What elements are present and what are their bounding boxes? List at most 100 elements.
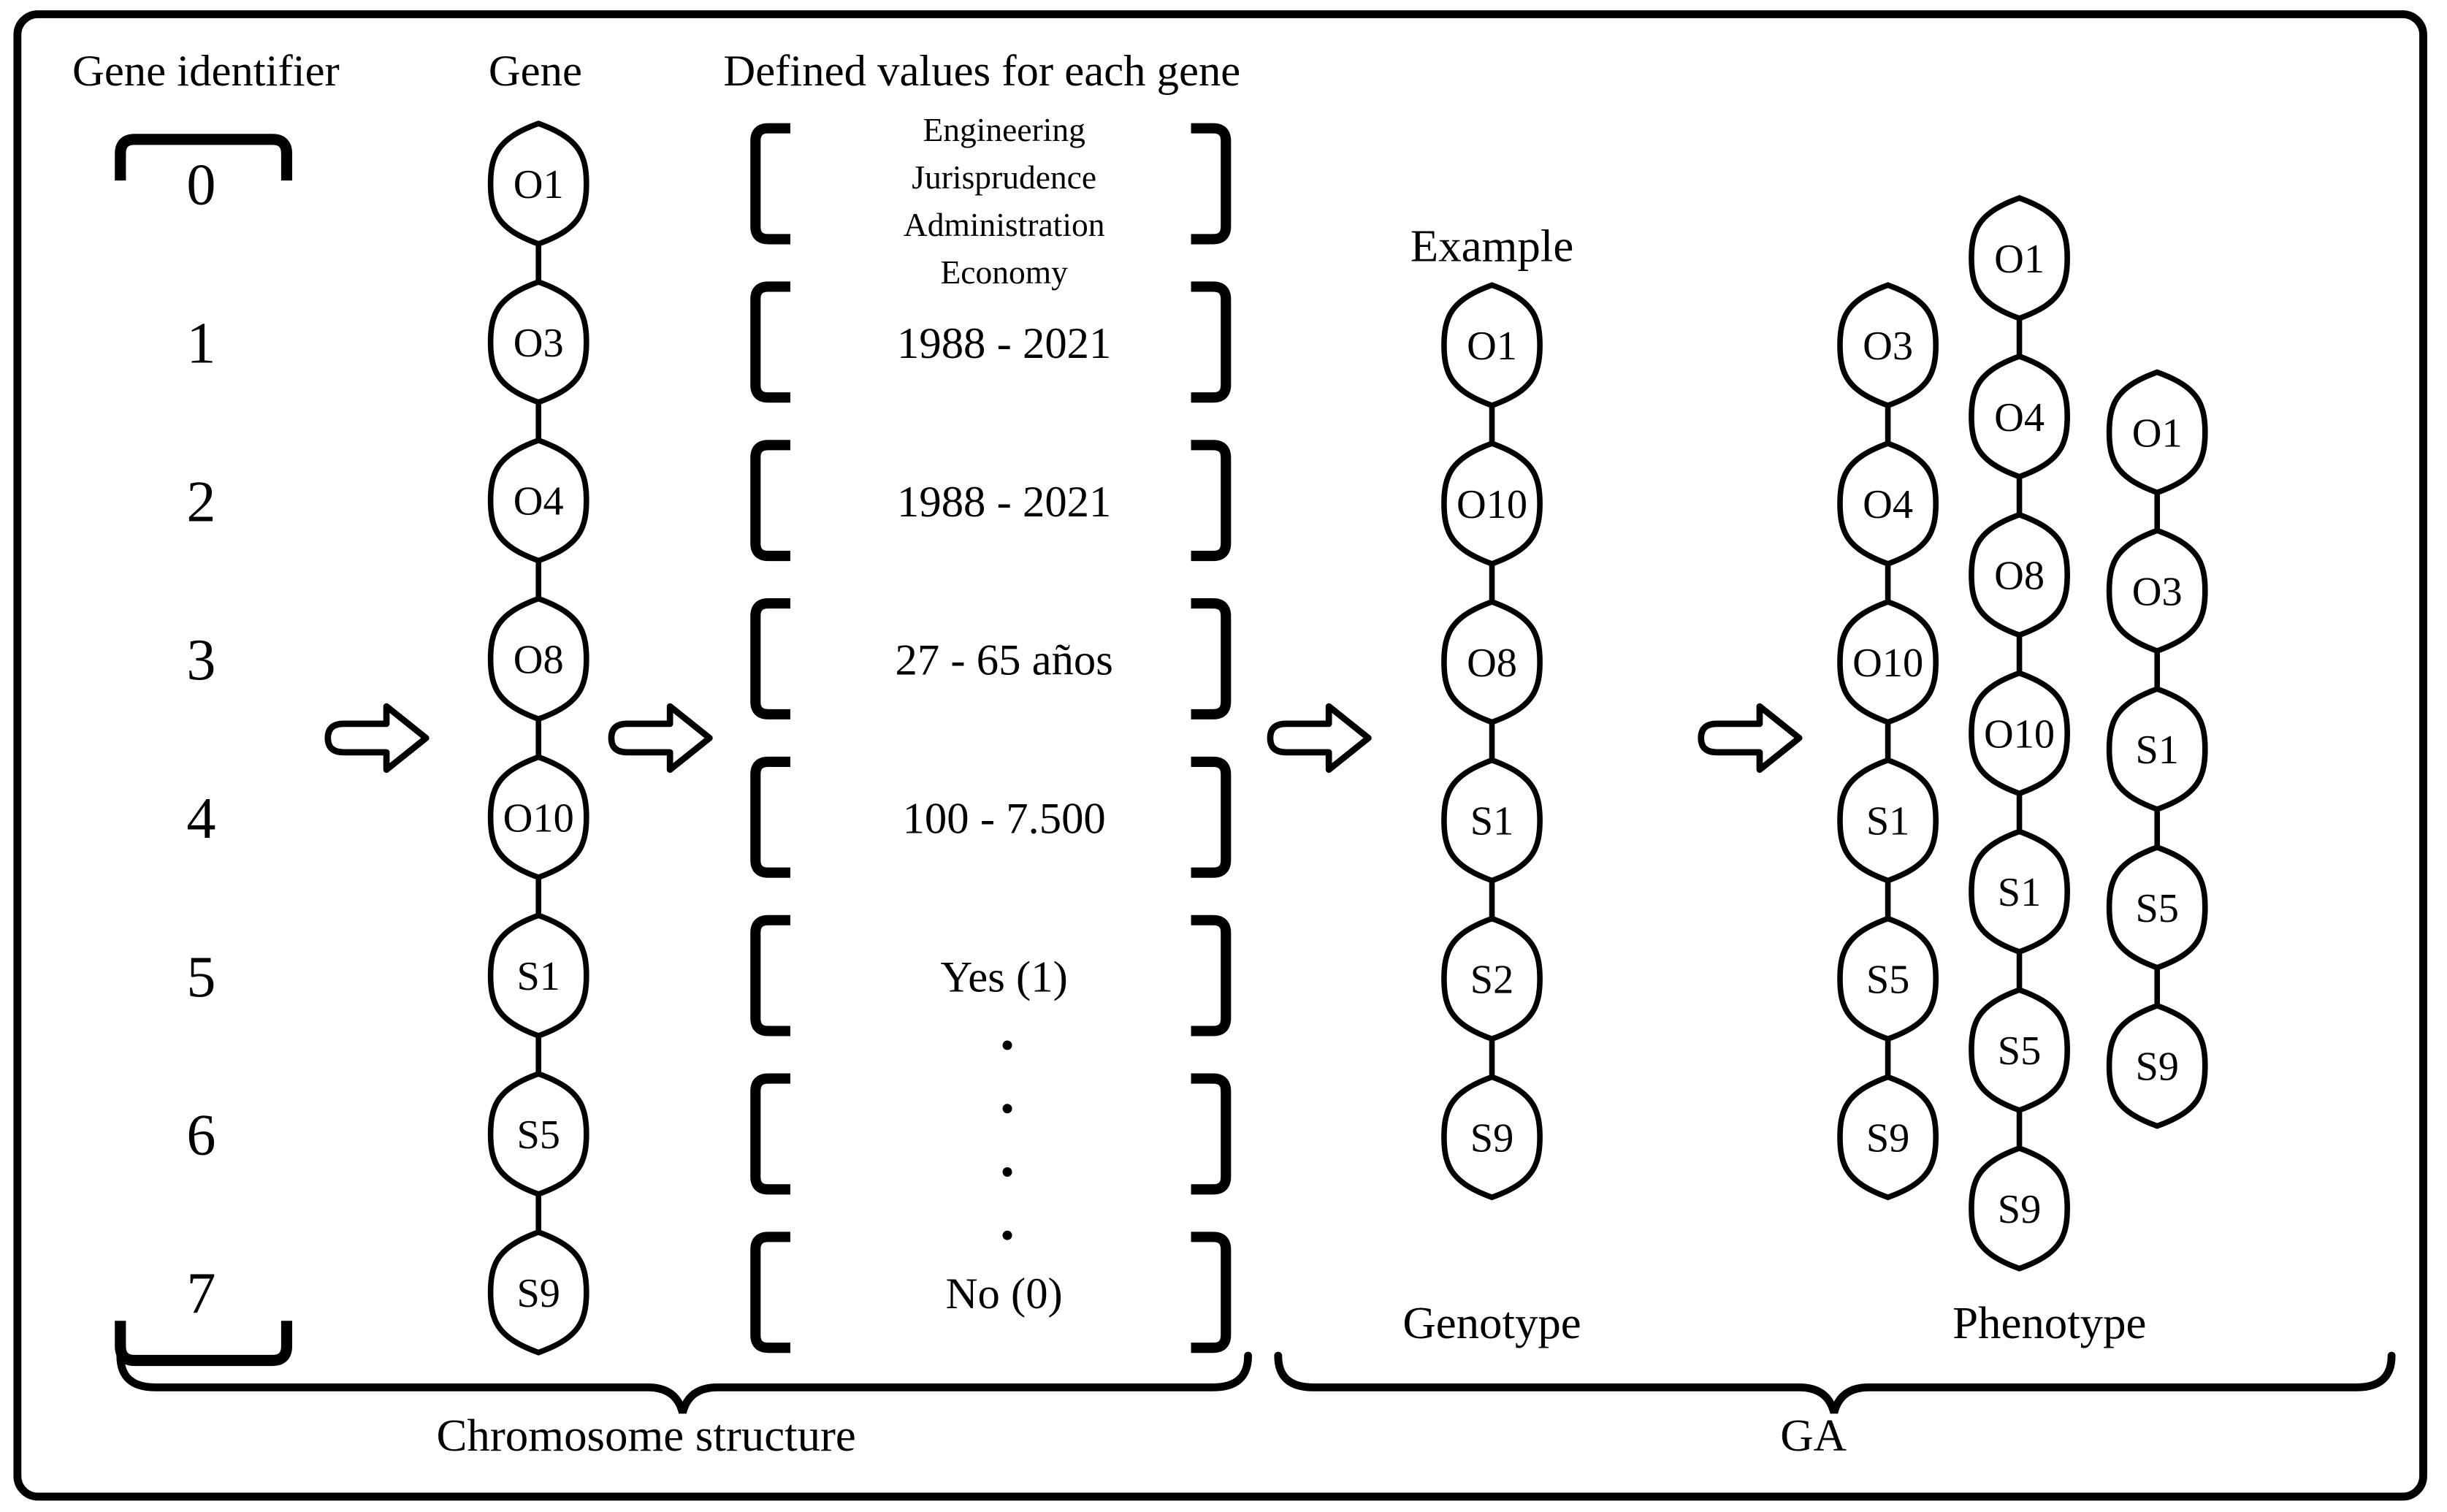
gene-node-o1: O1 [1441,282,1543,409]
hexagon-node-shape [2106,1002,2208,1129]
gene-node-label: S1 [1470,799,1514,844]
gene-node-label: O10 [1852,641,1923,686]
gene-node-o1: O1 [1969,194,2070,321]
gene-node-label: O10 [1457,482,1527,527]
gene-node-s1: S1 [1441,757,1543,884]
gene-node-label: O8 [1467,641,1517,686]
gene-node-label: O8 [1994,554,2045,599]
gene-node-s5: S5 [1837,915,1939,1042]
hexagon-node-shape [1441,757,1543,884]
defined-value: 1988 - 2021 [897,478,1111,527]
hexagon-node-shape [1969,1145,2070,1272]
gene-node-label: S2 [1470,957,1514,1002]
gene-identifier-6: 6 [186,1104,215,1168]
hexagon-node-shape [487,1071,589,1197]
gene-node-label: O4 [1994,395,2045,440]
gene-node-label: O4 [514,479,564,524]
gene-node-label: S5 [1998,1028,2042,1074]
hexagon-node-shape [487,278,589,405]
value-bracket-left [750,756,790,878]
ellipsis-dot [1002,1230,1012,1240]
value-bracket-left [750,1232,790,1353]
gene-node-label: S9 [2135,1045,2179,1090]
gene-node-label: O8 [514,637,564,682]
value-bracket-right [1191,1073,1232,1195]
figure-border [13,10,2427,1501]
gene-node-label: O4 [1863,482,1913,527]
gene-node-o3: O3 [487,278,589,405]
gene-node-label: O3 [514,321,564,366]
gene-node-s5: S5 [487,1071,589,1197]
gene-identifier-3: 3 [186,628,215,692]
hexagon-node-shape [2106,527,2208,654]
gene-identifier-5: 5 [186,945,215,1009]
gene-node-o4: O4 [1969,353,2070,480]
header-defined-values: Defined values for each gene [723,47,1240,96]
gene-node-label: O1 [1994,237,2045,282]
gene-node-o10: O10 [1969,670,2070,797]
header-gene: Gene [489,47,582,96]
hexagon-node-shape [1837,915,1939,1042]
hexagon-node-shape [1969,670,2070,797]
hexagon-node-shape [1837,1074,1939,1201]
defined-value: 100 - 7.500 [903,794,1106,843]
hexagon-node-shape [487,437,589,564]
gene-node-label: S1 [1866,799,1910,844]
gene-node-s5: S5 [1969,987,2070,1113]
gene-node-label: S5 [516,1112,560,1158]
defined-value-line: Engineering [923,111,1085,148]
gene-node-s1: S1 [2106,686,2208,812]
value-bracket-left [750,440,790,562]
gene-node-o1: O1 [2106,369,2208,496]
defined-value: 27 - 65 años [895,636,1112,685]
gene-identifier-0: 0 [186,153,215,218]
gene-node-label: O10 [503,795,574,841]
hexagon-node-shape [1969,511,2070,638]
value-bracket-right [1191,123,1232,245]
gene-identifier-2: 2 [186,470,215,534]
column-headers: Gene identifier Gene Defined values for … [72,47,1240,96]
hexagon-node-shape [1969,828,2070,955]
gene-node-label: S5 [2135,886,2179,931]
gene-node-s1: S1 [1837,757,1939,884]
gene-identifier-1: 1 [186,312,215,376]
ellipsis-dot [1002,1040,1012,1050]
value-bracket-left [750,281,790,403]
hexagon-node-shape [2106,686,2208,812]
identifier-bottom-bracket [115,1321,293,1367]
defined-value: 1988 - 2021 [897,319,1111,368]
gene-node-label: O10 [1984,711,2055,757]
hexagon-node-shape [1441,440,1543,567]
gene-node-s9: S9 [487,1229,589,1356]
gene-node-o3: O3 [1837,282,1939,409]
example-label: Example [1410,221,1573,272]
identifier-top-bracket [115,134,293,181]
gene-node-o4: O4 [1837,440,1939,567]
hexagon-node-shape [1441,915,1543,1042]
gene-node-label: O3 [2132,569,2183,614]
hexagon-node-shape [1441,598,1543,725]
value-bracket-right [1191,1232,1232,1353]
value-bracket-left [750,123,790,245]
chromosome-structure-label: Chromosome structure [436,1410,855,1461]
flow-arrows [324,703,1803,774]
hexagon-node-shape [1837,757,1939,884]
hexagon-node-shape [1969,987,2070,1113]
hexagon-node-shape [1969,353,2070,480]
gene-node-s9: S9 [1837,1074,1939,1201]
gene-node-s9: S9 [1969,1145,2070,1272]
defined-value-line: Jurisprudence [912,159,1096,196]
hexagon-node-shape [2106,369,2208,496]
hexagon-node-shape [1837,282,1939,409]
hexagon-node-shape [487,912,589,1039]
gene-node-o8: O8 [487,595,589,722]
value-bracket-left [750,915,790,1036]
gene-node-o8: O8 [1969,511,2070,638]
gene-node-s5: S5 [2106,844,2208,971]
